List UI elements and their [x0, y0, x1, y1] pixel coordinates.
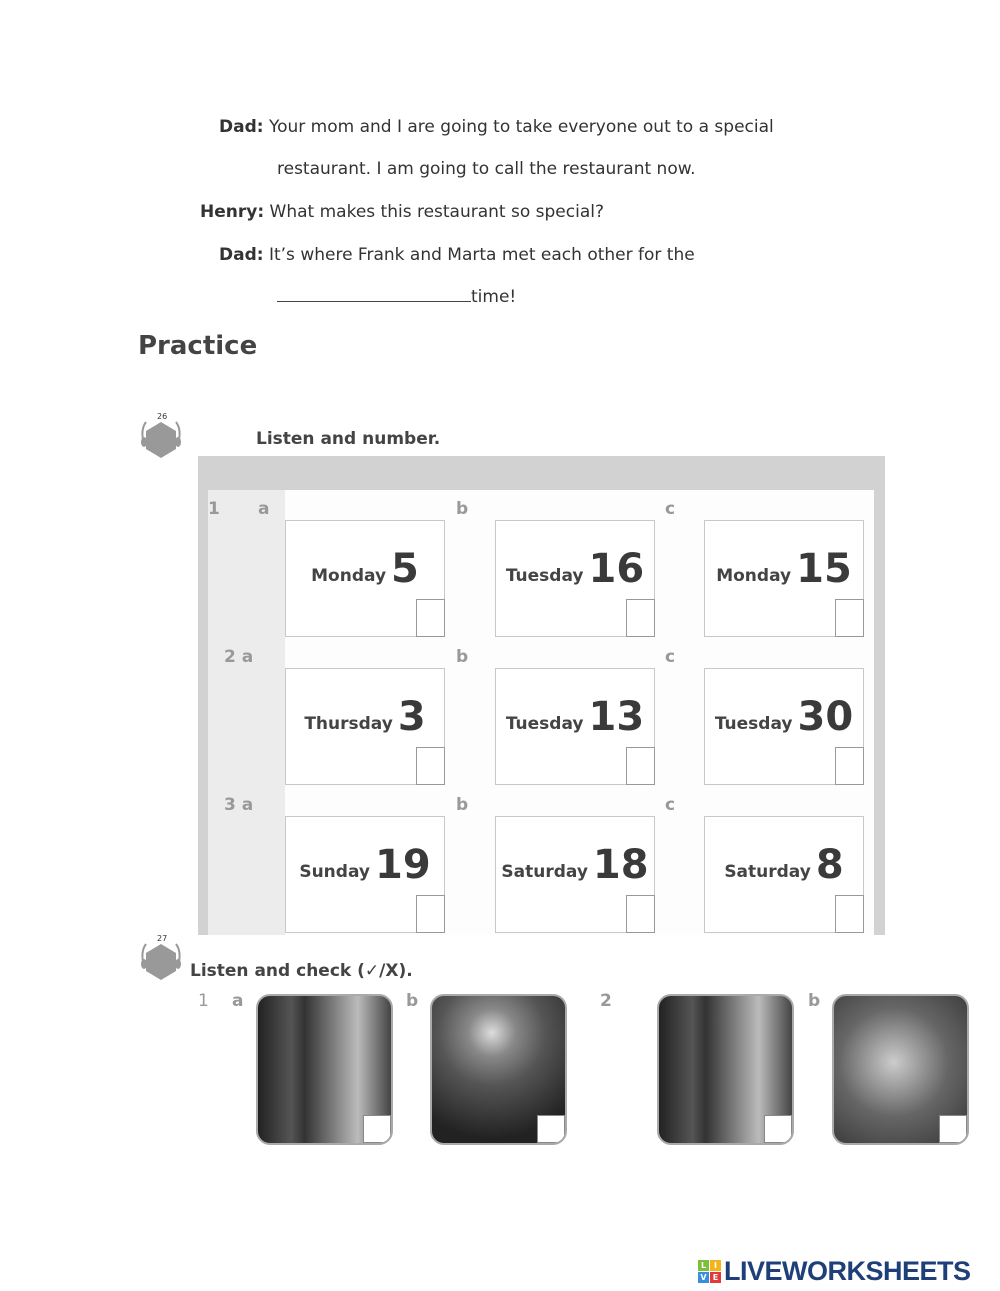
- people-talking-photo: [256, 994, 393, 1145]
- row-label: 1: [208, 499, 220, 519]
- headphones-icon: [141, 421, 181, 458]
- dialogue-line-1: Dad: Your mom and I are going to take ev…: [219, 117, 774, 137]
- dialogue-line-5: time!: [277, 287, 516, 307]
- option-label: c: [665, 647, 676, 667]
- track-number: 26: [157, 412, 168, 421]
- number-box[interactable]: [835, 599, 864, 637]
- day-name: Thursday: [304, 713, 393, 734]
- date-number: 5: [391, 545, 419, 592]
- day-name: Sunday: [299, 861, 370, 882]
- day-name: Saturday: [501, 861, 588, 882]
- option-label: b: [456, 499, 469, 519]
- option-label: b: [456, 795, 469, 815]
- option-label: b: [406, 991, 419, 1011]
- date-number: 15: [796, 545, 852, 592]
- audio-track-26[interactable]: 26: [138, 412, 184, 462]
- item-number: 2: [600, 991, 612, 1011]
- flower-photo: [832, 994, 969, 1145]
- dialogue-line-4: Dad: It’s where Frank and Marta met each…: [219, 245, 695, 265]
- option-label: a: [258, 499, 270, 519]
- check-box[interactable]: [363, 1115, 391, 1143]
- option-label: c: [665, 499, 676, 519]
- option-label: b: [808, 991, 821, 1011]
- dialogue-line-3: Henry: What makes this restaurant so spe…: [200, 202, 605, 222]
- option-label: a: [232, 991, 244, 1011]
- option-label: c: [665, 795, 676, 815]
- check-box[interactable]: [764, 1115, 792, 1143]
- fill-in-blank[interactable]: [277, 287, 471, 302]
- item-number: 1: [198, 991, 209, 1011]
- panel-left-column: [208, 490, 285, 935]
- instruction: Listen and check (✓/X).: [190, 961, 413, 981]
- date-number: 3: [397, 693, 426, 740]
- date-number: 16: [588, 545, 645, 592]
- number-box[interactable]: [626, 895, 655, 933]
- fireworks-photo: [430, 994, 567, 1145]
- date-number: 30: [797, 693, 854, 740]
- day-name: Tuesday: [505, 713, 584, 734]
- number-box[interactable]: [835, 747, 864, 785]
- number-box[interactable]: [626, 599, 655, 637]
- row-label: 3 a: [224, 795, 254, 815]
- number-box[interactable]: [416, 599, 445, 637]
- track-number: 27: [157, 934, 168, 943]
- row-label: 2 a: [224, 647, 254, 667]
- people-talking-photo: [657, 994, 794, 1145]
- day-name: Saturday: [724, 861, 811, 882]
- number-box[interactable]: [835, 895, 864, 933]
- day-name: Monday: [311, 565, 387, 586]
- date-number: 13: [588, 693, 645, 740]
- day-name: Tuesday: [714, 713, 793, 734]
- date-number: 19: [374, 841, 431, 888]
- day-name: Tuesday: [505, 565, 584, 586]
- number-box[interactable]: [626, 747, 655, 785]
- day-name: Monday: [716, 565, 792, 586]
- check-box[interactable]: [537, 1115, 565, 1143]
- dialogue-line-2: restaurant. I am going to call the resta…: [277, 159, 696, 179]
- check-box[interactable]: [939, 1115, 967, 1143]
- instruction: Listen and number.: [256, 429, 441, 449]
- audio-track-27[interactable]: 27: [138, 934, 184, 984]
- headphones-icon: [141, 943, 181, 980]
- date-number: 8: [815, 841, 844, 888]
- section-heading: Practice: [138, 331, 258, 361]
- option-label: b: [456, 647, 469, 667]
- number-box[interactable]: [416, 747, 445, 785]
- number-box[interactable]: [416, 895, 445, 933]
- date-number: 18: [592, 841, 649, 888]
- logo-text: LIVEWORKSHEETS: [724, 1256, 971, 1286]
